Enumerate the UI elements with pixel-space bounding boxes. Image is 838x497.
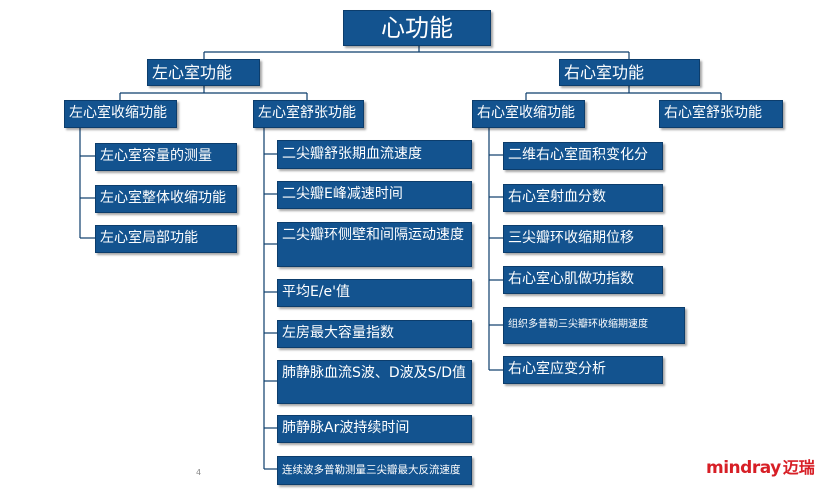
left-diastolic-item: 二尖瓣舒张期血流速度	[277, 140, 472, 169]
left-diastolic-item: 肺静脉Ar波持续时间	[277, 415, 472, 443]
left-diastolic-item: 左房最大容量指数	[277, 320, 472, 348]
right-systolic-item: 右心室射血分数	[503, 184, 663, 212]
left-diastolic-node: 左心室舒张功能	[253, 100, 364, 128]
left-systolic-node: 左心室收缩功能	[64, 100, 177, 128]
left-diastolic-item: 连续波多普勒测量三尖瓣最大反流速度	[277, 456, 472, 485]
left-systolic-item: 左心室容量的测量	[95, 143, 237, 171]
logo-text-en: mindray	[706, 458, 781, 478]
right-systolic-item: 右心室心肌做功指数	[503, 266, 663, 294]
logo-text-cn: 迈瑞	[782, 458, 815, 477]
left-diastolic-item: 二尖瓣E峰减速时间	[277, 181, 472, 209]
page-number: 4	[196, 468, 202, 477]
root-node: 心功能	[343, 10, 491, 46]
right-ventricle-function-node: 右心室功能	[559, 59, 700, 86]
left-systolic-item: 左心室整体收缩功能	[95, 185, 237, 213]
right-systolic-item: 三尖瓣环收缩期位移	[503, 225, 663, 253]
right-systolic-item: 右心室应变分析	[503, 356, 663, 384]
left-diastolic-item: 平均E/e'值	[277, 279, 472, 307]
left-diastolic-item: 肺静脉血流S波、D波及S/D值	[277, 360, 472, 404]
right-systolic-item: 组织多普勒三尖瓣环收缩期速度	[503, 307, 685, 344]
right-systolic-node: 右心室收缩功能	[472, 100, 585, 128]
left-diastolic-item: 二尖瓣环侧壁和间隔运动速度	[277, 222, 472, 267]
left-systolic-item: 左心室局部功能	[95, 225, 237, 253]
mindray-logo: mindray 迈瑞	[706, 454, 815, 478]
left-ventricle-function-node: 左心室功能	[147, 59, 260, 86]
right-systolic-item: 二维右心室面积变化分	[503, 142, 663, 170]
right-diastolic-node: 右心室舒张功能	[659, 100, 783, 128]
